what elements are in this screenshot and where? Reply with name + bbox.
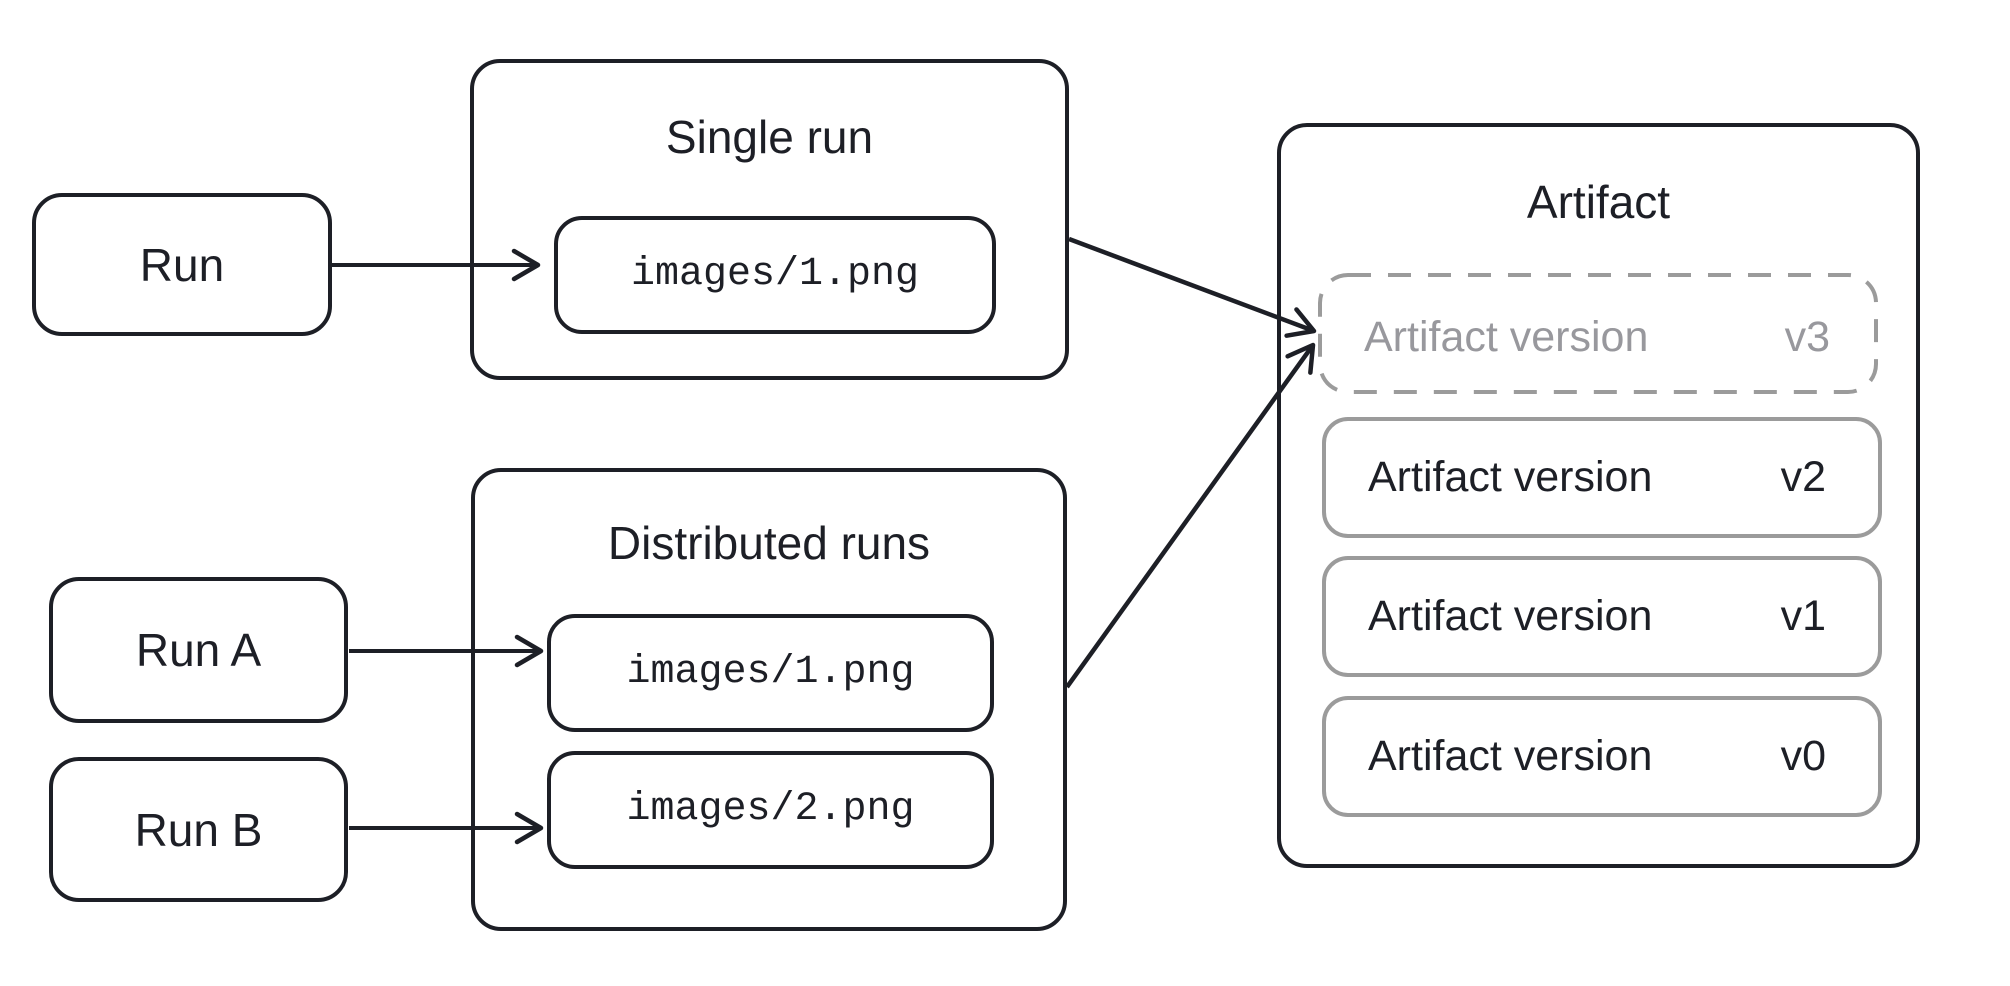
artifact-version-v1-tag: v1 xyxy=(1780,592,1826,640)
distributed-runs-group-title: Distributed runs xyxy=(607,517,931,569)
artifact-version-v3-tag: v3 xyxy=(1784,313,1830,361)
artifact-version-v0: Artifact version v0 xyxy=(1322,696,1882,817)
run-b-node: Run B xyxy=(49,757,348,902)
artifact-version-v0-tag: v0 xyxy=(1780,732,1826,780)
run-node-label: Run xyxy=(139,238,225,291)
distributed-file-2-label: images/2.png xyxy=(626,787,915,832)
single-run-group: Single run images/1.png xyxy=(470,59,1069,380)
artifact-version-v0-label: Artifact version xyxy=(1368,732,1653,780)
distributed-file-2: images/2.png xyxy=(547,751,994,869)
artifact-version-v3-label: Artifact version xyxy=(1364,313,1649,361)
artifact-version-v3: Artifact version v3 xyxy=(1322,277,1882,398)
single-run-file-1: images/1.png xyxy=(554,216,996,334)
artifact-group: Artifact Artifact version v3 Artifact ve… xyxy=(1277,123,1920,868)
artifact-version-v2: Artifact version v2 xyxy=(1322,417,1882,538)
artifact-version-v1-label: Artifact version xyxy=(1368,592,1653,640)
distributed-runs-group: Distributed runs images/1.png images/2.p… xyxy=(471,468,1067,931)
single-run-file-1-label: images/1.png xyxy=(630,252,920,297)
run-a-node: Run A xyxy=(49,577,348,723)
artifact-version-v1: Artifact version v1 xyxy=(1322,556,1882,677)
run-a-node-label: Run A xyxy=(135,624,262,676)
artifact-group-title: Artifact xyxy=(1526,176,1671,228)
run-b-node-label: Run B xyxy=(134,803,263,856)
artifact-version-v2-tag: v2 xyxy=(1780,453,1826,501)
run-node: Run xyxy=(32,193,332,336)
distributed-file-1: images/1.png xyxy=(547,614,994,732)
single-run-group-title: Single run xyxy=(665,111,874,163)
distributed-file-1-label: images/1.png xyxy=(626,650,915,695)
artifact-version-v2-label: Artifact version xyxy=(1368,453,1653,501)
